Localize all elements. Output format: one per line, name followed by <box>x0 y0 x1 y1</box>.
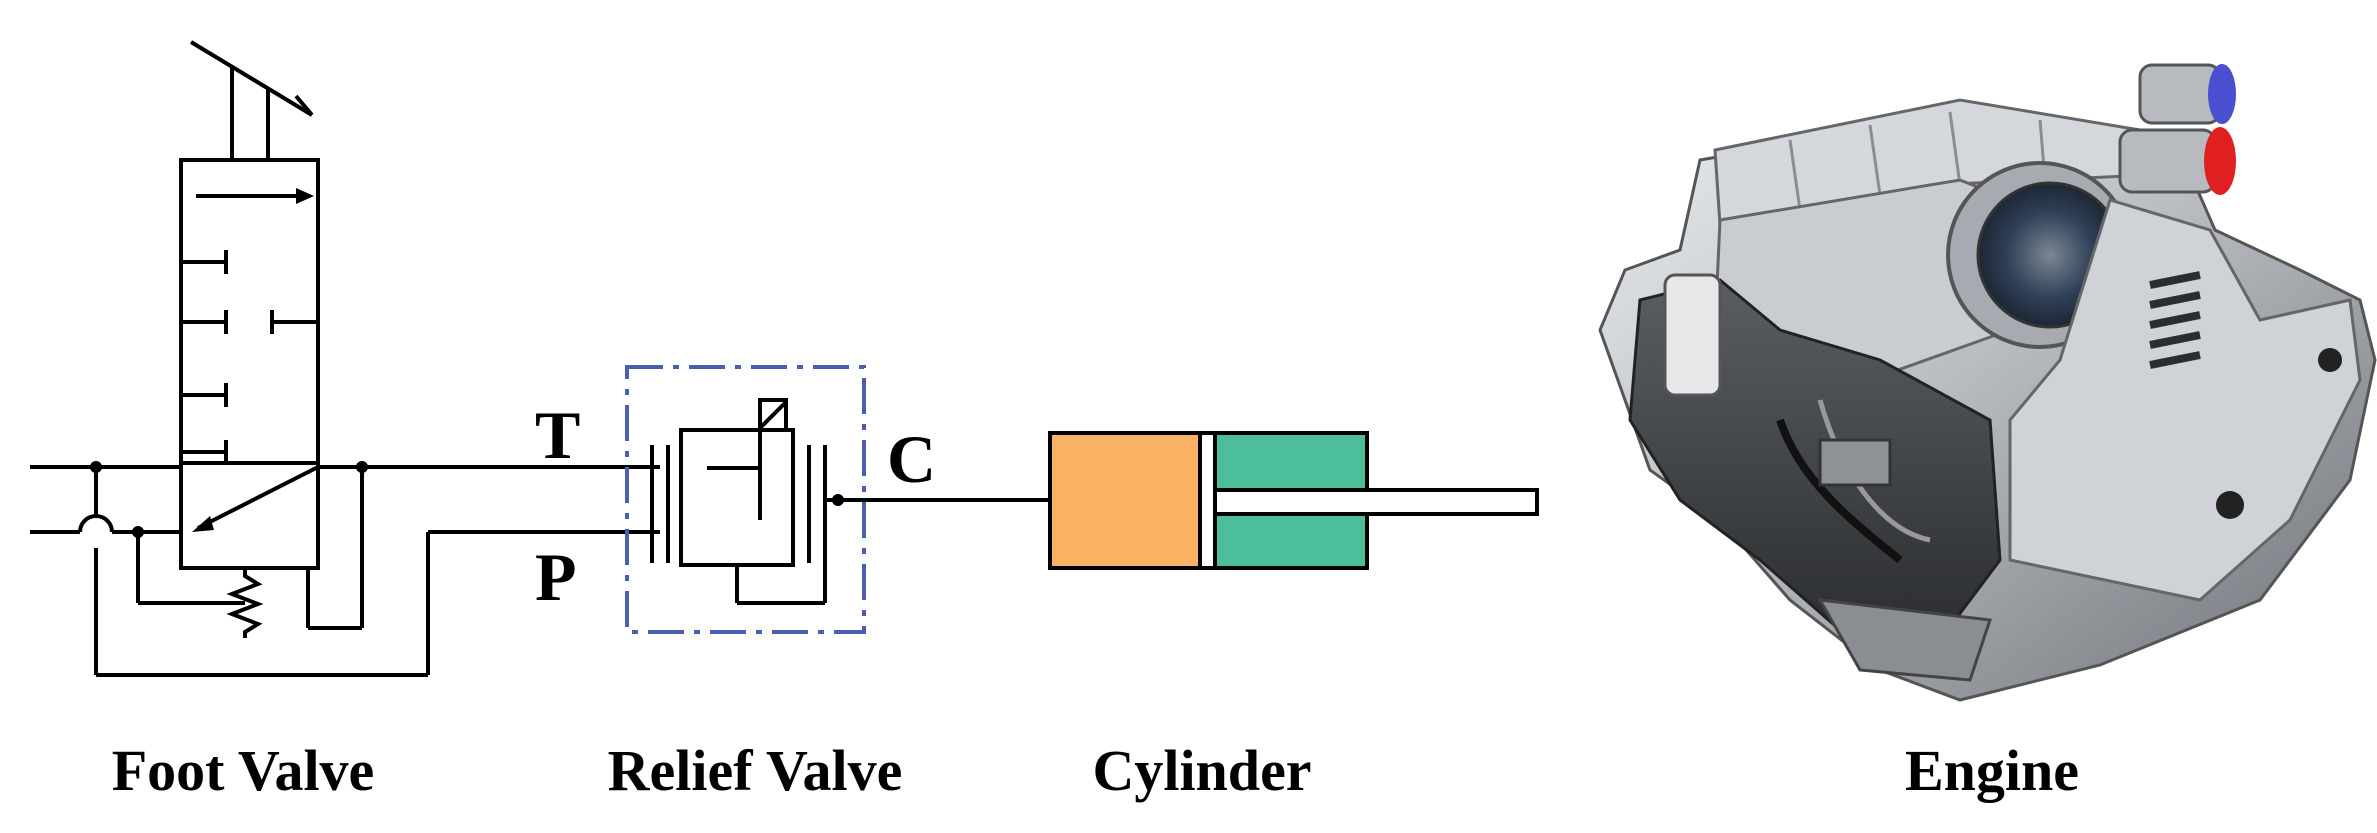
port-label-c: C <box>887 421 936 497</box>
cylinder-piston <box>1198 431 1217 570</box>
relief-valve-symbol <box>625 365 1050 634</box>
blocked-port-marks <box>181 250 318 464</box>
cylinder-cap-chamber <box>1048 431 1202 570</box>
foot-valve-body <box>179 158 320 570</box>
cylinder-rod <box>1213 488 1539 516</box>
caption-foot-valve: Foot Valve <box>112 738 375 803</box>
engine-icon <box>1598 63 2377 702</box>
port-label-t: T <box>535 397 580 473</box>
relief-valve-boundary <box>625 365 866 634</box>
port-label-p: P <box>535 539 577 615</box>
foot-pedal-icon <box>189 40 314 160</box>
relief-valve-body <box>679 428 795 567</box>
caption-cylinder: Cylinder <box>1092 738 1311 803</box>
caption-engine: Engine <box>1905 738 2079 803</box>
foot-valve-symbol <box>30 40 660 677</box>
caption-relief-valve: Relief Valve <box>608 738 903 803</box>
spring-icon <box>226 568 264 638</box>
hydraulic-cylinder <box>1048 431 1539 570</box>
